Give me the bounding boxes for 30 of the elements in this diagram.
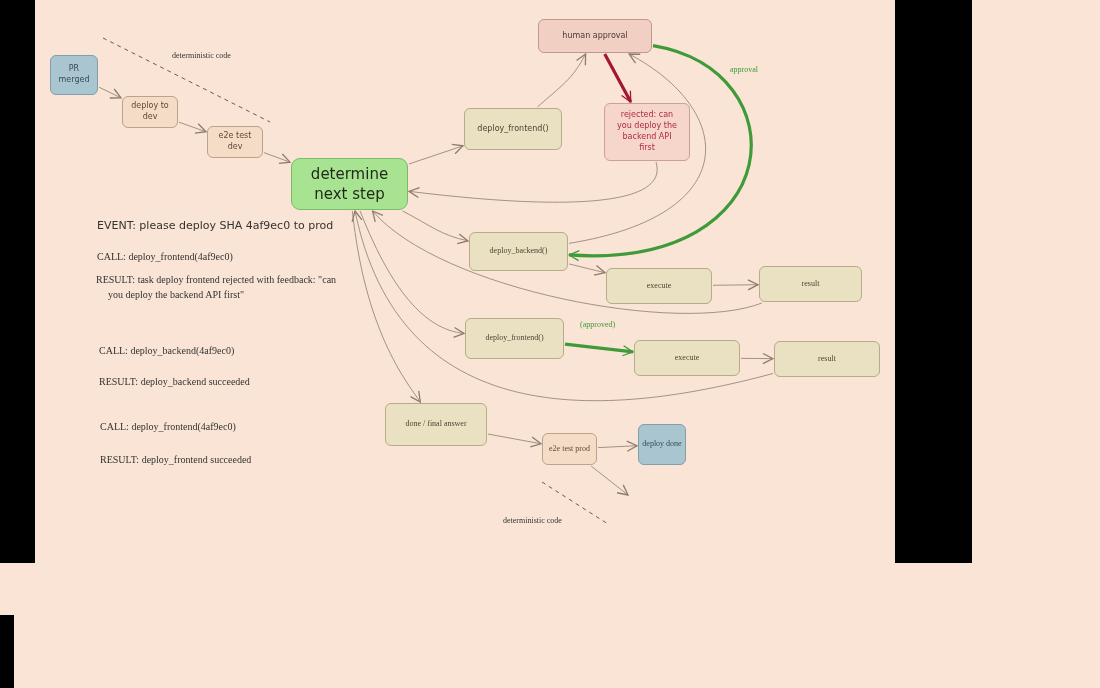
process-box: execute — [606, 268, 712, 304]
process-box: determine next step — [291, 158, 408, 210]
log-line: RESULT: deploy_backend succeeded — [99, 375, 251, 389]
arrow — [603, 53, 633, 103]
log-line: EVENT: please deploy SHA 4af9ec0 to prod — [97, 218, 335, 234]
process-box: deploy_backend() — [469, 232, 568, 271]
process-box: deploy to dev — [122, 96, 178, 128]
log-line: CALL: deploy_backend(4af9ec0) — [99, 344, 236, 358]
annotation-text: deterministic code — [172, 50, 232, 62]
process-box: execute — [634, 340, 740, 376]
process-box: rejected: can you deploy the backend API first — [604, 103, 690, 161]
process-box: human approval — [538, 19, 652, 53]
process-box: e2e test prod — [542, 433, 597, 465]
process-box: deploy done — [638, 424, 686, 465]
arrow — [568, 44, 753, 261]
process-box: done / final answer — [385, 403, 487, 446]
process-box: deploy_frontend() — [464, 108, 562, 150]
process-box: result — [774, 341, 880, 377]
log-line: RESULT: task deploy frontend rejected with feedback: "can you deploy the backend API first" — [96, 273, 338, 302]
process-box: result — [759, 266, 862, 302]
edge-label: (approved) — [578, 320, 618, 329]
edge-label: approval — [728, 65, 760, 74]
annotation-text: deterministic code — [503, 515, 563, 527]
log-line: CALL: deploy_frontend(4af9ec0) — [100, 420, 237, 434]
arrow — [564, 342, 634, 357]
process-box: PR merged — [50, 55, 98, 95]
process-box: deploy_frontend() — [465, 318, 564, 359]
process-box: e2e test dev — [207, 126, 263, 158]
log-line: RESULT: deploy_frontend succeeded — [100, 453, 253, 467]
log-line: CALL: deploy_frontend(4af9ec0) — [97, 250, 234, 264]
